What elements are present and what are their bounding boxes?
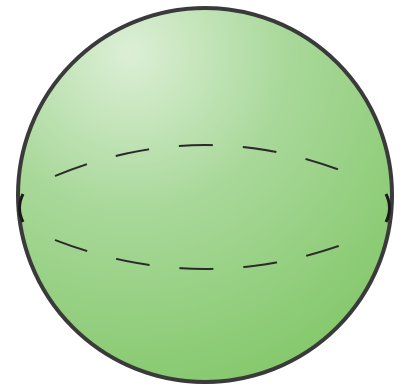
sphere-body	[18, 8, 392, 382]
